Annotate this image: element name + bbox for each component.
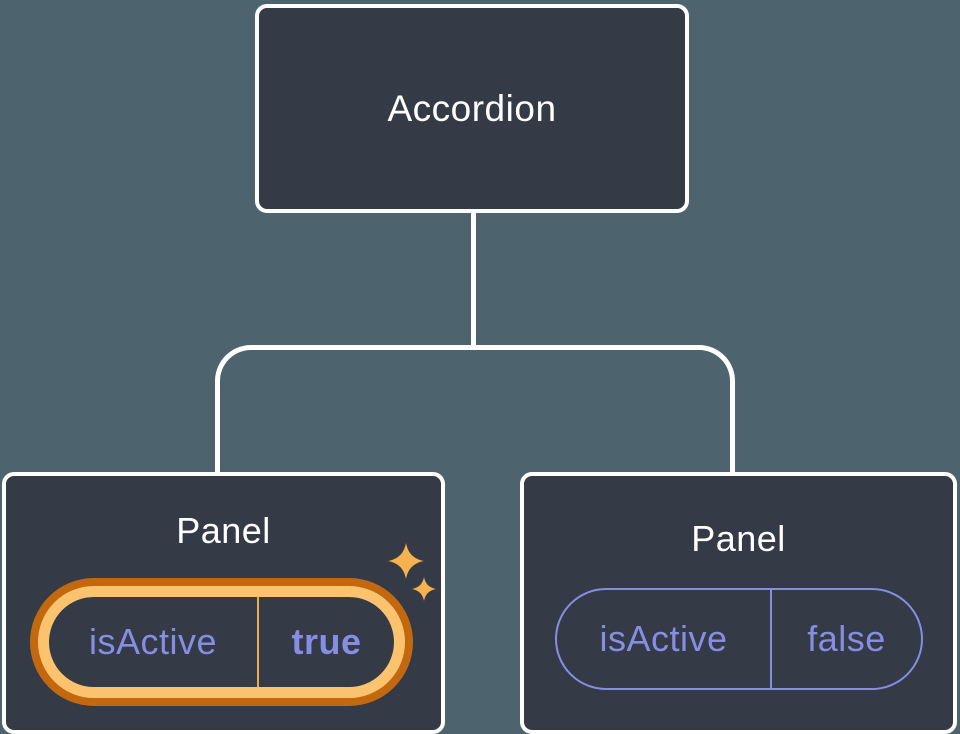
- state-prop-value-active: true: [291, 621, 362, 662]
- panel-title-inactive: Panel: [691, 518, 786, 559]
- pill-divider-active: [257, 597, 259, 687]
- state-prop-value-inactive: false: [807, 618, 886, 659]
- sparkle-icon-small: [412, 577, 436, 601]
- state-pill-inactive: isActive false: [555, 588, 923, 690]
- panel-node-active: Panel isActive true: [2, 472, 445, 734]
- state-prop-name-active: isActive: [88, 621, 218, 662]
- connector-stem: [471, 211, 476, 349]
- sparkle-icon: [388, 543, 424, 579]
- state-prop-name-inactive: isActive: [599, 618, 728, 659]
- pill-divider-inactive: [770, 590, 772, 688]
- panel-node-inactive: Panel isActive false: [520, 472, 957, 734]
- state-pill-active: isActive true: [38, 586, 405, 698]
- accordion-node: Accordion: [255, 4, 689, 213]
- accordion-node-label: Accordion: [387, 87, 557, 129]
- connector-bracket: [215, 345, 735, 472]
- panel-title-active: Panel: [176, 510, 271, 551]
